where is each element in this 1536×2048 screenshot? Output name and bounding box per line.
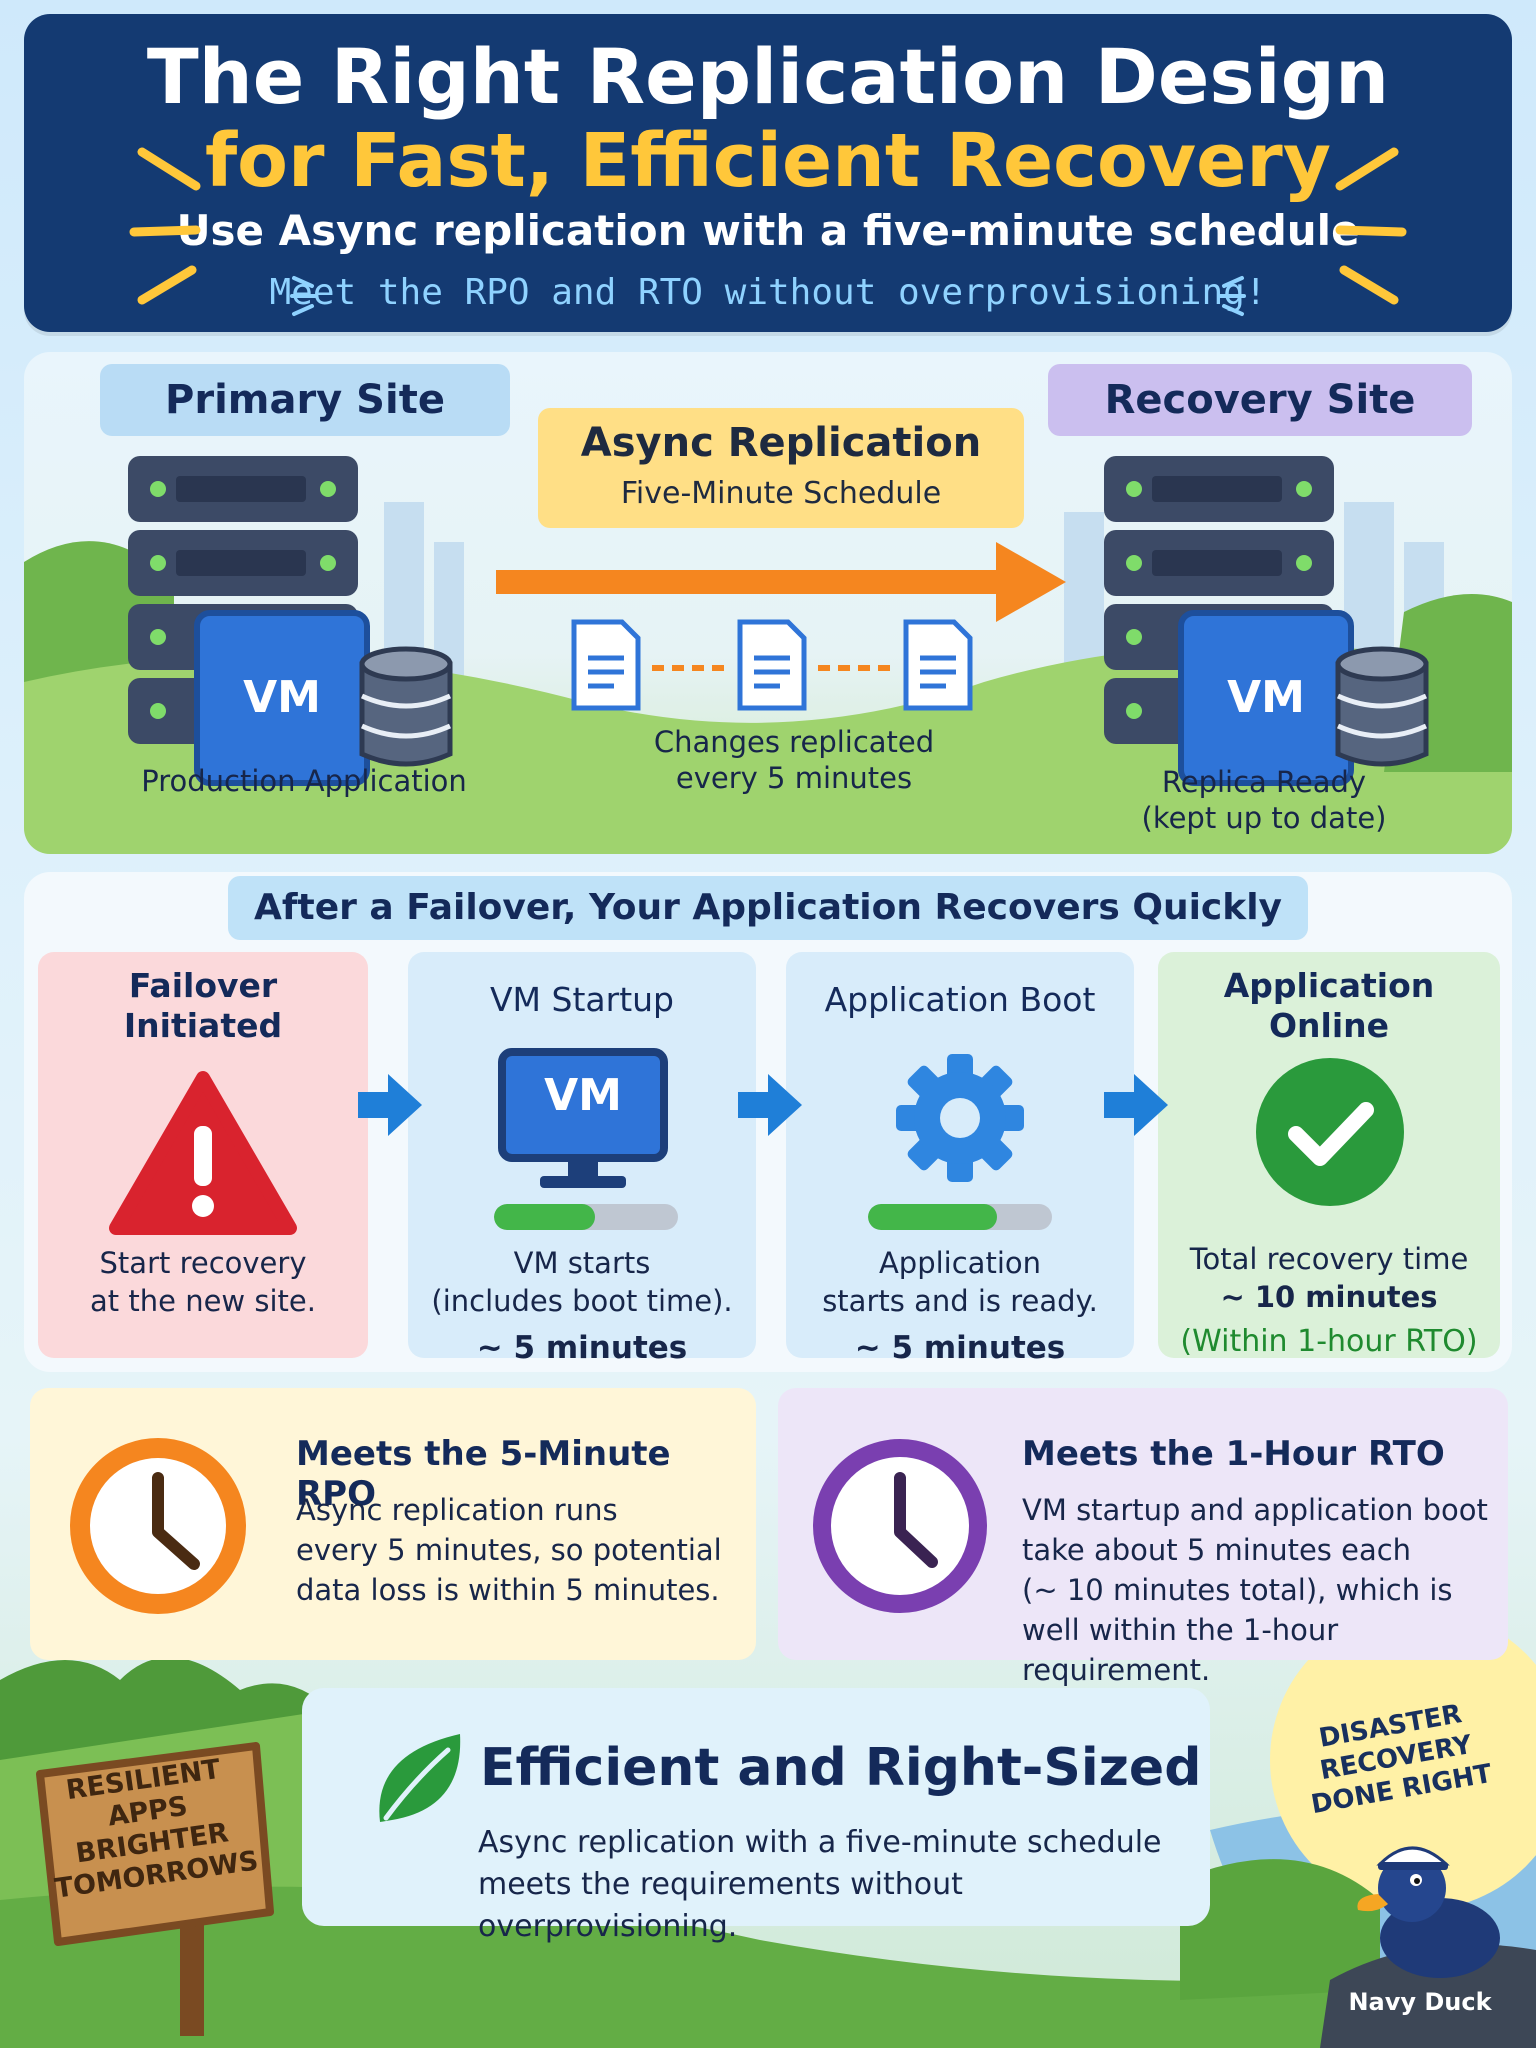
step-1-body-line-1: Start recovery	[99, 1246, 307, 1280]
step-1-body: Start recovery at the new site.	[38, 1244, 368, 1320]
vm-startup-progress-fill	[494, 1204, 596, 1230]
step-4-title: Application Online	[1158, 966, 1500, 1046]
step-3-time: ~ 5 minutes	[854, 1330, 1066, 1366]
async-title: Async Replication	[580, 420, 982, 466]
clock-orange-icon	[70, 1438, 246, 1614]
primary-vm-tile: VM	[194, 610, 370, 786]
flow-heading: After a Failover, Your Application Recov…	[228, 876, 1308, 940]
rto-title: Meets the 1-Hour RTO	[1022, 1434, 1445, 1474]
step-1-title-line-1: Failover	[128, 966, 278, 1005]
async-subtitle: Five-Minute Schedule	[620, 476, 942, 511]
recovery-vm-label: VM	[1227, 672, 1305, 723]
step-failover-initiated: Failover Initiated Start recovery at the…	[38, 952, 368, 1358]
app-boot-progress-fill	[868, 1204, 997, 1230]
title-line-2: for Fast, Efficient Recovery	[204, 118, 1332, 204]
primary-site-label: Primary Site	[100, 364, 510, 436]
rpo-line-1: Async replication runs	[296, 1493, 618, 1527]
changes-caption: Changes replicated every 5 minutes	[554, 724, 1034, 796]
tagline-accent-left-icon	[290, 276, 318, 316]
sparkle-left-icon	[129, 147, 201, 305]
monitor-icon	[498, 1048, 668, 1188]
sparkle-right-icon	[1335, 147, 1407, 305]
rto-line-3: (~ 10 minutes total), which is	[1022, 1573, 1453, 1607]
replica-caption-line-1: Replica Ready	[1161, 765, 1367, 799]
rto-line-1: VM startup and application boot	[1022, 1493, 1488, 1527]
gear-icon	[896, 1054, 1024, 1182]
efficient-card: Efficient and Right-Sized Async replicat…	[302, 1688, 1210, 1944]
step-2-time: ~ 5 minutes	[476, 1330, 688, 1366]
primary-vm-label: VM	[243, 672, 321, 723]
rto-line-2: take about 5 minutes each	[1022, 1533, 1412, 1567]
title-line-1: The Right Replication Design	[146, 32, 1390, 121]
flow-arrow-2-icon	[738, 1074, 802, 1136]
efficient-title: Efficient and Right-Sized	[480, 1738, 1202, 1798]
step-4-note: (Within 1-hour RTO)	[1180, 1324, 1478, 1359]
rto-card: Meets the 1-Hour RTO VM startup and appl…	[778, 1388, 1508, 1687]
subtitle: Use Async replication with a five-minute…	[176, 206, 1360, 255]
step-4-body: Total recovery time ~ 10 minutes	[1158, 1240, 1500, 1316]
step-application-online: Application Online Total recovery time ~…	[1158, 952, 1500, 1359]
step-3-body: Application starts and is ready.	[786, 1244, 1134, 1320]
recovery-site-label: Recovery Site	[1048, 364, 1472, 436]
header-banner: The Right Replication Design for Fast, E…	[24, 14, 1512, 332]
step-application-boot: Application Boot Application starts and …	[786, 952, 1134, 1366]
rpo-body: Async replication runs every 5 minutes, …	[296, 1490, 736, 1610]
replica-caption: Replica Ready (kept up to date)	[1044, 764, 1484, 836]
step-4-body-line-2: ~ 10 minutes	[1220, 1280, 1438, 1314]
recovery-vm-tile: VM	[1178, 610, 1354, 786]
alert-triangle-icon	[109, 1071, 297, 1235]
efficient-line-1: Async replication with a five-minute sch…	[478, 1825, 1162, 1860]
step-2-body-line-1: VM starts	[513, 1246, 651, 1280]
recovery-database-icon	[1335, 646, 1429, 767]
mascot-name: Navy Duck	[1348, 1988, 1492, 2016]
step-4-title-line-2: Online	[1268, 1006, 1390, 1045]
flow-arrow-1-icon	[358, 1074, 422, 1136]
primary-database-icon	[359, 646, 453, 767]
recovery-flow-panel: After a Failover, Your Application Recov…	[24, 872, 1512, 1372]
replication-panel: Primary Site Recovery Site VM Production…	[24, 352, 1512, 854]
rpo-card: Meets the 5-Minute RPO Async replication…	[30, 1388, 756, 1660]
replicated-files-icon	[571, 619, 973, 711]
replication-arrow-icon	[496, 542, 1066, 622]
step-2-body: VM starts (includes boot time).	[408, 1244, 756, 1320]
async-replication-badge: Async Replication Five-Minute Schedule	[538, 408, 1024, 528]
efficient-body: Async replication with a five-minute sch…	[478, 1822, 1198, 1948]
replica-caption-line-2: (kept up to date)	[1141, 801, 1387, 835]
tagline-accent-right-icon	[1218, 276, 1246, 316]
tagline: Meet the RPO and RTO without overprovisi…	[269, 272, 1267, 313]
rpo-line-3: data loss is within 5 minutes.	[296, 1573, 720, 1607]
check-circle-icon	[1256, 1058, 1404, 1206]
leaf-icon	[379, 1734, 461, 1822]
step-3-body-line-1: Application	[878, 1246, 1042, 1280]
rpo-line-2: every 5 minutes, so potential	[296, 1533, 722, 1567]
changes-caption-line-2: every 5 minutes	[675, 761, 913, 795]
rto-line-4: well within the 1-hour requirement.	[1022, 1613, 1339, 1687]
step-vm-startup: VM Startup VM VM starts (includes boot t…	[408, 952, 756, 1366]
step-1-body-line-2: at the new site.	[90, 1284, 316, 1318]
primary-caption: Production Application	[141, 764, 467, 798]
rto-body: VM startup and application boot take abo…	[1022, 1490, 1492, 1690]
efficient-line-2: meets the requirements without overprovi…	[478, 1867, 963, 1944]
rpo-title: Meets the 5-Minute RPO	[296, 1434, 671, 1514]
flow-arrow-3-icon	[1104, 1074, 1168, 1136]
step-1-title: Failover Initiated	[38, 966, 368, 1046]
changes-caption-line-1: Changes replicated	[653, 725, 935, 759]
wooden-sign-icon	[36, 1742, 274, 2036]
step-4-body-line-1: Total recovery time	[1189, 1242, 1469, 1276]
app-boot-progress-bar	[868, 1204, 1052, 1230]
step-3-body-line-2: starts and is ready.	[822, 1284, 1098, 1318]
clock-purple-icon	[813, 1439, 987, 1613]
step-2-body-line-2: (includes boot time).	[431, 1284, 733, 1318]
step-1-title-line-2: Initiated	[123, 1006, 283, 1045]
vm-startup-progress-bar	[494, 1204, 678, 1230]
step-3-title: Application Boot	[824, 980, 1096, 1019]
monitor-vm-label: VM	[544, 1070, 622, 1121]
duck-mascot-icon	[1357, 1846, 1500, 1978]
step-2-title: VM Startup	[489, 980, 674, 1019]
step-4-title-line-1: Application	[1223, 966, 1435, 1005]
